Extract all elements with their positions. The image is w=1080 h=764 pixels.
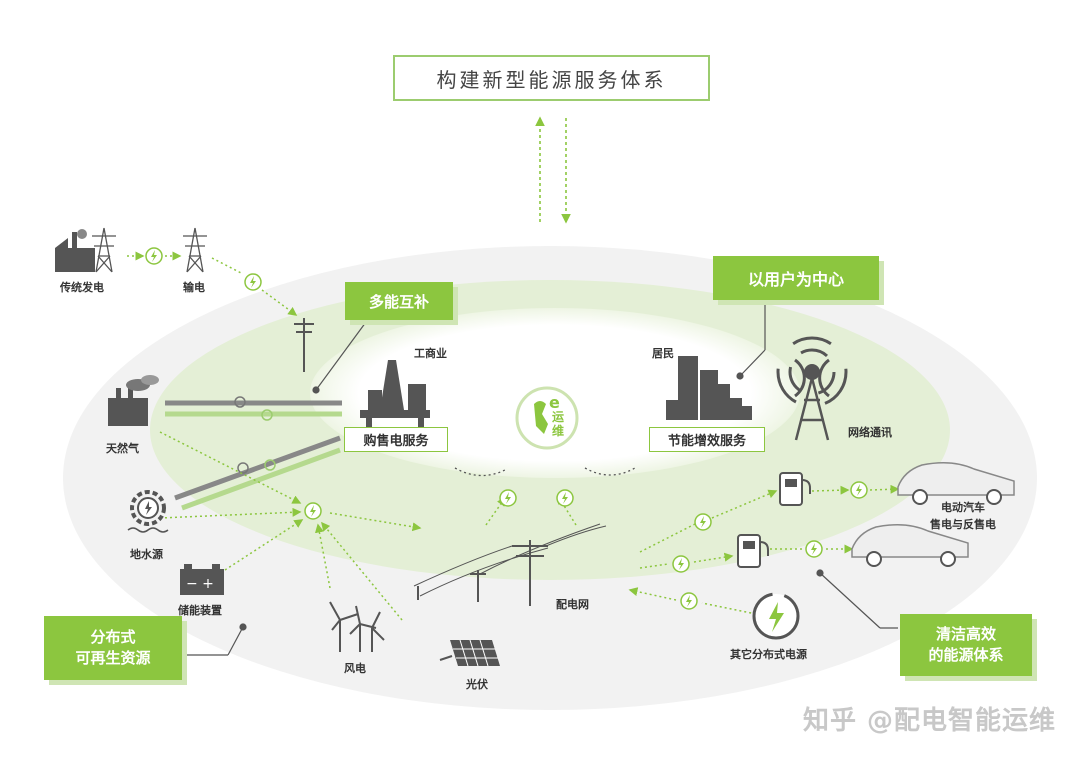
label-distribution: 配电网 bbox=[556, 598, 589, 611]
watermark: 知乎 @配电智能运维 bbox=[802, 706, 1056, 736]
logo-letter: e bbox=[549, 393, 560, 412]
callout-clean-efficient: 清洁高效 的能源体系 bbox=[900, 614, 1032, 676]
distribution-poles-icon bbox=[413, 523, 607, 606]
geothermal-icon bbox=[127, 490, 169, 533]
leader-lines bbox=[186, 301, 898, 656]
power-plant-icon bbox=[55, 229, 95, 272]
bolt-icon bbox=[850, 481, 868, 499]
bolt-icon bbox=[556, 489, 574, 507]
label-natural-gas: 天然气 bbox=[106, 442, 139, 455]
label-wind: 风电 bbox=[344, 662, 366, 675]
label-transmission: 输电 bbox=[183, 281, 205, 294]
car-icon bbox=[897, 462, 1015, 505]
buildings-icon bbox=[666, 356, 752, 420]
service-energy-saving: 节能增效服务 bbox=[649, 427, 765, 452]
bolt-icon bbox=[499, 489, 517, 507]
wind-turbine-icon bbox=[329, 601, 385, 652]
flow-lines bbox=[127, 251, 900, 621]
label-traditional-power: 传统发电 bbox=[60, 281, 104, 294]
service-power-sales: 购售电服务 bbox=[344, 427, 448, 452]
tower-icon bbox=[776, 336, 848, 441]
logo-icon bbox=[515, 386, 579, 450]
bolt-icon bbox=[680, 592, 698, 610]
callout-renewable: 分布式 可再生资源 bbox=[44, 616, 182, 680]
label-residential: 居民 bbox=[652, 347, 674, 360]
label-other-distributed: 其它分布式电源 bbox=[730, 648, 807, 661]
solar-panel-icon bbox=[439, 639, 500, 667]
label-industrial: 工商业 bbox=[414, 347, 447, 360]
pylon-icon-2 bbox=[183, 227, 207, 273]
transmission-bars bbox=[165, 396, 342, 511]
label-ev: 电动汽车 售电与反售电 bbox=[930, 501, 996, 531]
industrial-icon bbox=[360, 360, 430, 430]
pylon-icon bbox=[92, 227, 116, 273]
utility-pole-icon bbox=[294, 318, 314, 372]
charger-icon-2 bbox=[737, 534, 769, 568]
bolt-icon bbox=[304, 502, 322, 520]
callout-user-centric: 以用户为中心 bbox=[713, 256, 879, 300]
logo-text: 运维 bbox=[552, 410, 565, 438]
charger-icon bbox=[779, 472, 811, 506]
battery-icon: − + bbox=[180, 564, 224, 595]
svg-text:− +: − + bbox=[186, 576, 214, 592]
label-storage: 储能装置 bbox=[178, 604, 222, 617]
label-solar: 光伏 bbox=[466, 678, 488, 691]
curve-arrow-right bbox=[584, 467, 636, 476]
bolt-icons bbox=[145, 247, 868, 610]
factory-icon bbox=[108, 375, 159, 426]
bolt-icon bbox=[145, 247, 163, 265]
bolt-icon bbox=[244, 273, 262, 291]
bolt-icon bbox=[672, 555, 690, 573]
car-icon-2 bbox=[851, 524, 969, 567]
other-source-icon bbox=[752, 592, 800, 640]
label-geothermal: 地水源 bbox=[130, 548, 163, 561]
bolt-icon bbox=[694, 513, 712, 531]
label-telecom: 网络通讯 bbox=[848, 426, 892, 439]
bolt-icon bbox=[805, 540, 823, 558]
callout-multi-energy: 多能互补 bbox=[345, 282, 453, 320]
page-title: 构建新型能源服务体系 bbox=[393, 55, 710, 101]
curve-arrow-left bbox=[454, 467, 506, 477]
